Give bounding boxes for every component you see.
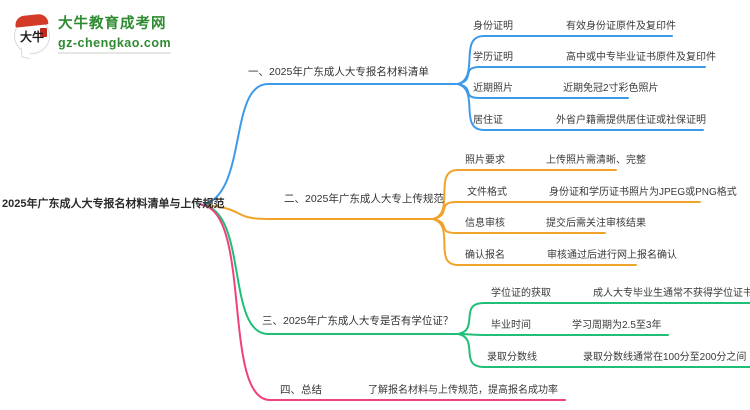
branch-3-child-3-label[interactable]: 录取分数线: [487, 352, 537, 363]
central-topic[interactable]: 2025年广东成人大专报名材料清单与上传规范: [2, 198, 225, 210]
branch-1-child-2-label[interactable]: 学历证明: [473, 52, 513, 63]
branch-2-child-4-label[interactable]: 确认报名: [465, 250, 505, 261]
branch-3-child-2-value[interactable]: 学习周期为2.5至3年: [572, 320, 662, 331]
branch-1-child-2-line: [457, 66, 706, 85]
branch-1-child-1-value[interactable]: 有效身份证原件及复印件: [566, 21, 676, 32]
branch-3-child-1-value[interactable]: 成人大专毕业生通常不获得学位证书: [593, 288, 750, 299]
branch-1-child-1-label[interactable]: 身份证明: [473, 21, 513, 32]
branch-3-child-2-line: [457, 333, 669, 336]
branch-2-child-3-label[interactable]: 信息审核: [465, 218, 505, 229]
logo-red-cap: [14, 13, 49, 28]
branch-2-title[interactable]: 二、2025年广东成人大专上传规范: [284, 193, 444, 205]
site-logo[interactable]: 大牛 大牛教育成考网 gz-chengkao.com: [14, 12, 172, 60]
branch-2-child-4-line: [432, 218, 637, 266]
branch-1-child-4-value[interactable]: 外省户籍需提供居住证或社保证明: [556, 115, 706, 126]
site-url[interactable]: gz-chengkao.com: [58, 33, 172, 54]
branch-3-child-3-value[interactable]: 录取分数线通常在100分至200分之间: [583, 352, 747, 363]
branch-4-main-line: [201, 204, 566, 401]
branch-3-child-1-line: [457, 302, 750, 335]
branch-2-main-line: [201, 204, 434, 220]
logo-bull-icon: 大牛: [14, 13, 50, 60]
branch-3-child-3-line: [457, 333, 750, 368]
branch-2-child-2-line: [432, 201, 701, 220]
branch-2-child-1-value[interactable]: 上传照片需清晰、完整: [546, 155, 646, 166]
branch-2-child-2-value[interactable]: 身份证和学历证书照片为JPEG或PNG格式: [549, 187, 737, 198]
branch-4-title[interactable]: 四、总结: [280, 384, 322, 396]
branch-4-child-1-value[interactable]: 了解报名材料与上传规范，提高报名成功率: [368, 385, 558, 396]
branch-2-child-1-label[interactable]: 照片要求: [465, 155, 505, 166]
logo-icon-text: 大牛: [19, 30, 44, 44]
site-name: 大牛教育成考网: [58, 16, 167, 32]
branch-3-title[interactable]: 三、2025年广东成人大专是否有学位证？: [262, 315, 454, 327]
branch-3-main-line: [201, 204, 459, 335]
logo-seal-icon: [40, 28, 47, 37]
branch-1-child-2-value[interactable]: 高中或中专毕业证书原件及复印件: [566, 52, 716, 63]
branch-1-child-4-line: [457, 83, 704, 131]
branch-1-child-3-label[interactable]: 近期照片: [473, 83, 513, 94]
branch-1-child-3-value[interactable]: 近期免冠2寸彩色照片: [563, 83, 659, 94]
branch-3-child-2-label[interactable]: 毕业时间: [491, 320, 531, 331]
branch-2-child-2-label[interactable]: 文件格式: [467, 187, 507, 198]
logo-text-block: 大牛教育成考网 gz-chengkao.com: [58, 12, 172, 54]
branch-3-child-1-label[interactable]: 学位证的获取: [491, 288, 551, 299]
branch-2-child-4-value[interactable]: 审核通过后进行网上报名确认: [547, 250, 677, 261]
branch-1-child-1-line: [457, 35, 673, 85]
branch-1-main-line: [201, 83, 459, 206]
branch-2-child-3-value[interactable]: 提交后需关注审核结果: [546, 218, 646, 229]
branch-1-title[interactable]: 一、2025年广东成人大专报名材料清单: [248, 66, 429, 78]
branch-2-child-1-line: [432, 169, 617, 220]
branch-1-child-4-label[interactable]: 居住证: [473, 115, 503, 126]
